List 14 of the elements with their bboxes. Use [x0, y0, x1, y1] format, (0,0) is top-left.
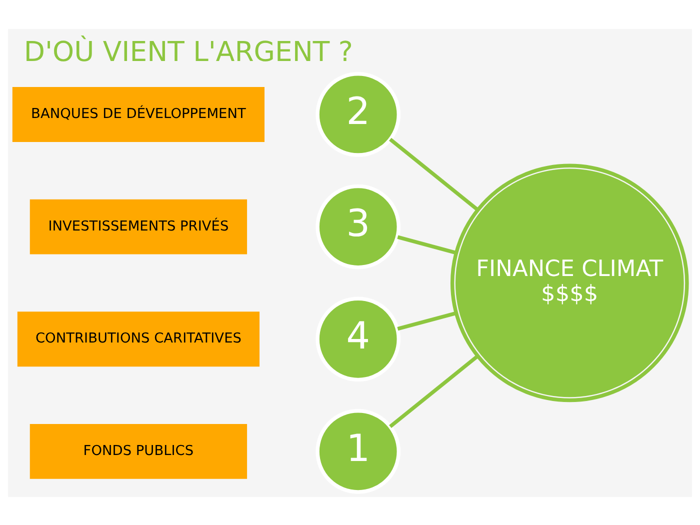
- node-circle: 4: [316, 296, 401, 382]
- diagram-title: D'OÙ VIENT L'ARGENT ?: [24, 36, 353, 68]
- node-box: INVESTISSEMENTS PRIVÉS: [30, 198, 248, 254]
- node-circle: 2: [316, 72, 401, 156]
- node-circle: 3: [316, 184, 401, 269]
- connector: [389, 137, 479, 211]
- node-box: FONDS PUBLICS: [30, 424, 248, 478]
- node-circle: FINANCE CLIMAT $$$$: [450, 163, 689, 402]
- connector: [397, 234, 457, 254]
- connector: [389, 354, 479, 428]
- connector: [397, 310, 457, 330]
- node-circle: 1: [316, 408, 401, 494]
- node-box: BANQUES DE DÉVELOPPEMENT: [12, 86, 265, 142]
- node-box: CONTRIBUTIONS CARITATIVES: [17, 311, 260, 366]
